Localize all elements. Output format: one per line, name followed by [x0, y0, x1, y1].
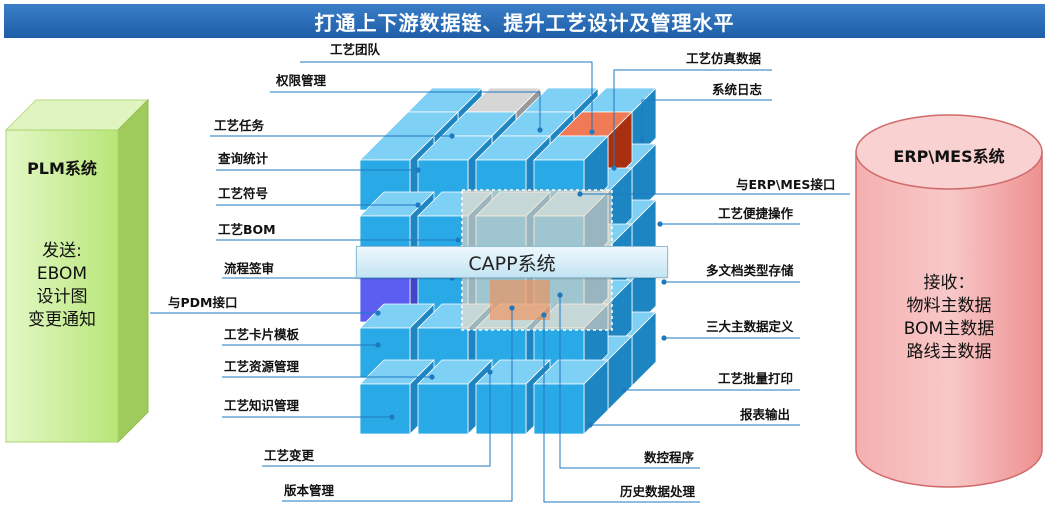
leader-nc: [559, 295, 700, 469]
label-flow-signoff: 流程签审: [224, 261, 275, 276]
plm-line: 设计图: [36, 287, 88, 307]
erp-line: 路线主数据: [906, 342, 992, 362]
plm-title: PLM系统: [27, 159, 97, 178]
leader-team-dot: [589, 129, 595, 135]
leader-report-dot: [587, 422, 593, 428]
leader-change: [262, 372, 491, 467]
leader-query-dot: [415, 167, 421, 173]
label-system-log: 系统日志: [712, 82, 763, 97]
leader-permission: [270, 91, 541, 130]
label-process-bom: 工艺BOM: [218, 222, 276, 237]
plm-line: 变更通知: [28, 310, 96, 330]
erp-line: 物料主数据: [906, 296, 992, 316]
label-process-task: 工艺任务: [214, 118, 265, 133]
label-resource-mgmt: 工艺资源管理: [224, 359, 300, 374]
leader-lines: [150, 61, 850, 503]
leader-bom-dot: [455, 237, 461, 243]
label-master-data-def: 三大主数据定义: [706, 319, 794, 334]
erp-line: 接收：: [923, 273, 975, 293]
leader-syslog-dot: [639, 137, 645, 143]
label-nc-program: 数控程序: [644, 450, 695, 465]
plm-line: EBOM: [36, 264, 88, 284]
leader-change-dot: [487, 369, 493, 375]
leader-knowledge-dot: [389, 414, 395, 420]
leader-erpmes-dot: [577, 191, 583, 197]
label-knowledge-mgmt: 工艺知识管理: [224, 398, 300, 413]
leader-history-dot: [541, 312, 547, 318]
label-process-team: 工艺团队: [330, 42, 381, 57]
label-report-output: 报表输出: [740, 407, 791, 422]
plm-line: 发送:: [42, 241, 82, 261]
leader-resource-dot: [429, 374, 435, 380]
plm-send-list: 发送: EBOM 设计图 变更通知: [6, 240, 118, 332]
label-version-mgmt: 版本管理: [284, 483, 335, 498]
leader-pdm-dot: [375, 310, 381, 316]
leader-syslog: [641, 99, 772, 140]
title-banner: 打通上下游数据链、提升工艺设计及管理水平: [4, 4, 1045, 38]
erp-title: ERP\MES系统: [893, 147, 1005, 166]
label-quick-operation: 工艺便捷操作: [718, 206, 794, 221]
label-history-data: 历史数据处理: [620, 484, 696, 499]
label-erp-mes-interface: 与ERP\MES接口: [736, 177, 836, 192]
erp-mes-system-cylinder: [855, 114, 1043, 488]
plm-system-box: [4, 98, 150, 444]
leader-batchprint-dot: [621, 387, 627, 393]
label-batch-print: 工艺批量打印: [718, 371, 794, 386]
label-card-template: 工艺卡片模板: [224, 327, 300, 342]
leader-permission-dot: [537, 127, 543, 133]
leader-card-dot: [375, 342, 381, 348]
label-query-stats: 查询统计: [218, 151, 269, 166]
capp-system-bar: CAPP系统: [356, 246, 668, 278]
leader-nc-dot: [557, 292, 563, 298]
label-process-change: 工艺变更: [264, 448, 315, 463]
cube-block: [533, 359, 609, 435]
leader-task-dot: [449, 133, 455, 139]
page-title: 打通上下游数据链、提升工艺设计及管理水平: [314, 10, 735, 35]
capp-system-label: CAPP系统: [468, 252, 556, 275]
label-permission-mgmt: 权限管理: [276, 73, 327, 88]
label-simulation-data: 工艺仿真数据: [686, 51, 762, 66]
label-pdm-interface: 与PDM接口: [168, 295, 238, 310]
leader-symbol-dot: [415, 202, 421, 208]
label-process-symbol: 工艺符号: [218, 186, 269, 201]
leader-masterdata-dot: [661, 335, 667, 341]
leader-quickop-dot: [657, 221, 663, 227]
leader-team: [300, 61, 593, 132]
leader-version-dot: [509, 305, 515, 311]
leader-multidoc-dot: [661, 279, 667, 285]
leader-simdata-dot: [611, 165, 617, 171]
erp-receive-list: 接收： 物料主数据 BOM主数据 路线主数据: [856, 272, 1042, 364]
erp-line: BOM主数据: [903, 319, 995, 339]
leader-version: [282, 308, 513, 502]
label-multi-doc-storage: 多文档类型存储: [706, 263, 794, 278]
leader-history: [543, 315, 700, 503]
leader-simdata: [613, 69, 772, 168]
